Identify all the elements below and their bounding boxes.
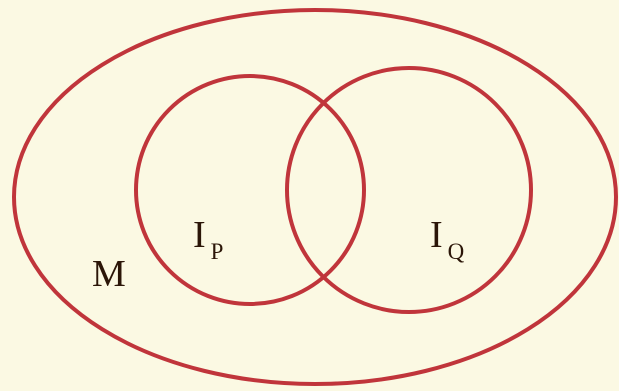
set-p-label-subscript: P — [211, 239, 224, 264]
set-q-label-main: I — [430, 214, 443, 256]
outer-set-label: M — [92, 253, 126, 295]
outer-set-ellipse — [12, 8, 618, 386]
set-q-label-subscript: Q — [448, 239, 465, 264]
set-p-label-main: I — [193, 214, 206, 256]
set-q-circle — [285, 66, 533, 314]
set-q-label: I Q — [430, 214, 465, 264]
set-p-label: I P — [193, 214, 223, 264]
set-p-circle — [134, 74, 366, 306]
